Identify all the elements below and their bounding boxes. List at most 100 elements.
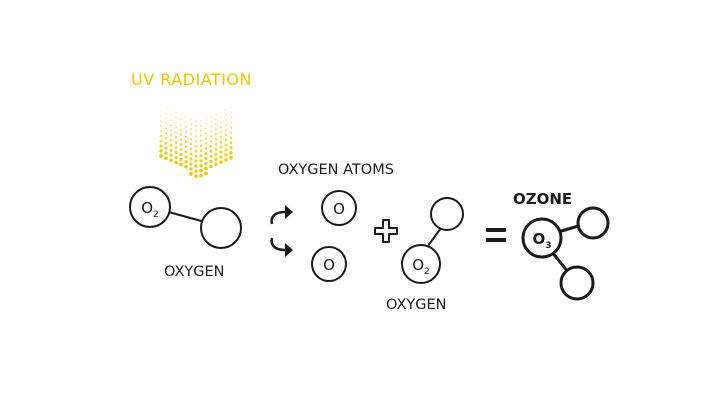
uv-dot bbox=[169, 129, 173, 132]
atom-ozone-top bbox=[576, 206, 610, 240]
uv-dot bbox=[194, 144, 198, 148]
uv-dot bbox=[169, 148, 173, 152]
uv-dot bbox=[170, 124, 172, 127]
uv-dot bbox=[160, 120, 162, 122]
uv-dot bbox=[190, 118, 192, 120]
atom-top-formula: O bbox=[333, 200, 345, 218]
uv-dot bbox=[219, 135, 223, 139]
uv-dot bbox=[174, 155, 178, 160]
uv-dot bbox=[199, 154, 203, 158]
uv-dot bbox=[209, 154, 213, 158]
uv-dot bbox=[219, 155, 223, 159]
uv-dot bbox=[209, 140, 213, 143]
uv-dot bbox=[190, 123, 192, 125]
uv-dot bbox=[229, 146, 233, 150]
uv-dot bbox=[225, 119, 227, 121]
uv-dot bbox=[179, 133, 183, 136]
uv-dot bbox=[224, 148, 228, 152]
uv-dot bbox=[184, 135, 188, 138]
uv-dot bbox=[214, 147, 218, 151]
atom-plain-left bbox=[200, 207, 242, 249]
uv-dot bbox=[164, 151, 168, 155]
uv-dot bbox=[229, 141, 233, 145]
uv-dot bbox=[230, 107, 232, 109]
arrow-up-curve bbox=[270, 210, 286, 225]
uv-dot bbox=[220, 126, 222, 129]
atom-bottom-formula: O bbox=[323, 256, 335, 274]
uv-dot bbox=[179, 143, 183, 146]
uv-dot bbox=[179, 153, 183, 157]
uv-dot bbox=[175, 121, 177, 124]
uv-dot bbox=[159, 134, 163, 138]
o3-formula: O3 bbox=[532, 230, 551, 251]
uv-dot bbox=[199, 134, 203, 137]
uv-dot bbox=[170, 109, 172, 111]
uv-dot bbox=[184, 155, 188, 159]
uv-dot bbox=[194, 149, 198, 153]
uv-dot bbox=[204, 166, 208, 171]
uv-dot bbox=[224, 143, 228, 147]
uv-dot bbox=[200, 119, 202, 122]
uv-dot bbox=[194, 169, 198, 173]
uv-dot bbox=[174, 146, 178, 149]
oxygen-atom-top bbox=[321, 190, 357, 226]
uv-dot bbox=[209, 130, 213, 133]
uv-dot bbox=[194, 154, 198, 158]
uv-dot bbox=[169, 138, 173, 142]
uv-dot bbox=[224, 133, 228, 137]
uv-dot bbox=[209, 145, 213, 148]
arrow-up-head bbox=[285, 205, 293, 219]
uv-dot bbox=[229, 155, 233, 160]
uv-dot bbox=[175, 126, 177, 129]
atom-o2-left bbox=[129, 186, 171, 228]
uv-dot bbox=[189, 147, 193, 151]
uv-dot bbox=[230, 116, 232, 119]
uv-dot bbox=[220, 121, 222, 123]
oxygen-molecule-right bbox=[401, 197, 464, 284]
uv-dot bbox=[220, 111, 222, 113]
o2-left-formula: O2 bbox=[141, 199, 159, 220]
uv-dot bbox=[165, 122, 167, 125]
uv-dot bbox=[200, 124, 202, 127]
uv-dot bbox=[169, 134, 173, 137]
uv-dot bbox=[189, 152, 193, 156]
uv-dot bbox=[169, 158, 173, 163]
uv-dot bbox=[189, 132, 193, 136]
uv-dot bbox=[160, 110, 162, 112]
uv-dot bbox=[184, 140, 188, 144]
uv-dot bbox=[189, 137, 193, 141]
uv-dot bbox=[185, 120, 187, 123]
atom-plain-right bbox=[430, 197, 464, 231]
bond-line bbox=[550, 251, 570, 273]
uv-dot bbox=[174, 141, 178, 144]
uv-dot bbox=[219, 160, 223, 164]
uv-dot bbox=[214, 137, 218, 141]
uv-dot bbox=[215, 123, 217, 126]
uv-dot bbox=[185, 116, 187, 118]
arrow-down-curve bbox=[270, 237, 286, 252]
uv-dot bbox=[184, 150, 188, 154]
oxygen-atoms-label: OXYGEN ATOMS bbox=[278, 162, 394, 178]
atom-o2-right bbox=[401, 244, 441, 284]
uv-dot bbox=[204, 147, 208, 150]
uv-dot bbox=[159, 124, 163, 128]
uv-dot bbox=[229, 136, 233, 140]
uv-dot bbox=[159, 144, 163, 148]
uv-dot bbox=[169, 143, 173, 147]
uv-dot bbox=[174, 131, 178, 134]
uv-dot bbox=[160, 115, 162, 117]
uv-dot bbox=[189, 142, 193, 146]
uv-dot bbox=[214, 152, 218, 156]
uv-dot bbox=[214, 157, 218, 161]
uv-dot bbox=[179, 138, 183, 141]
uv-dot bbox=[164, 127, 168, 130]
uv-dot bbox=[180, 118, 182, 121]
uv-dot bbox=[204, 132, 208, 135]
uv-dot bbox=[214, 142, 218, 146]
uv-dot bbox=[224, 138, 228, 142]
uv-dot bbox=[199, 144, 203, 147]
uv-dot bbox=[224, 153, 228, 157]
uv-dot bbox=[220, 116, 222, 118]
uv-dot bbox=[194, 159, 198, 163]
oxygen-label-left: OXYGEN bbox=[164, 264, 225, 280]
